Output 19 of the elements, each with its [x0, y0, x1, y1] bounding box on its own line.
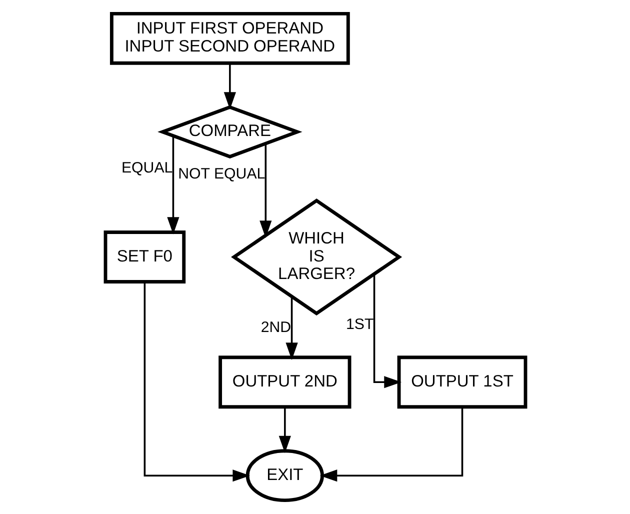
edge-label: EQUAL [120, 160, 172, 177]
edge-label: 1ST [345, 316, 374, 334]
arrow [166, 136, 179, 234]
arrow [319, 407, 463, 482]
node-box: SET F0 [103, 230, 186, 284]
arrow [285, 296, 298, 360]
arrow [278, 407, 290, 454]
node-box: OUTPUT 1ST [396, 356, 527, 409]
node-diamond: WHICH IS LARGER? [230, 198, 402, 316]
node-box: INPUT FIRST OPERAND INPUT SECOND OPERAND [109, 12, 350, 65]
arrow [259, 144, 272, 238]
arrow [223, 63, 236, 110]
node-diamond: COMPARE [157, 105, 302, 158]
edge-label: NOT EQUAL [178, 165, 265, 182]
edge-label: 2ND [260, 319, 291, 336]
node-box: OUTPUT 2ND [218, 356, 351, 409]
arrow [372, 274, 401, 388]
node-ellipse: EXIT [245, 449, 324, 502]
arrow [143, 282, 250, 482]
